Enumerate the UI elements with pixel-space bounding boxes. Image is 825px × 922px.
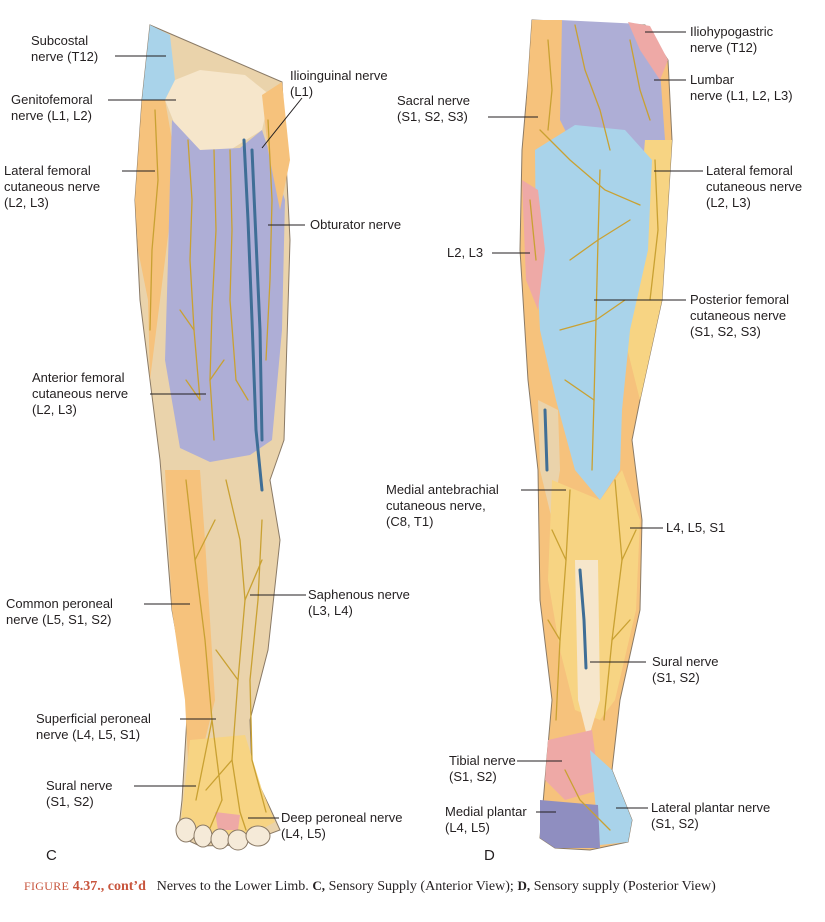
caption-figure-word: FIGURE: [24, 879, 70, 893]
label-lateral-femoral-d: Lateral femoral cutaneous nerve (L2, L3): [706, 163, 806, 210]
label-l4-l5-s1: L4, L5, S1: [666, 520, 725, 535]
label-sural-d: Sural nerve (S1, S2): [652, 654, 722, 685]
label-ilioinguinal: Ilioinguinal nerve (L1): [290, 68, 391, 99]
label-lateral-femoral-c: Lateral femoral cutaneous nerve (L2, L3): [4, 163, 104, 210]
caption-c-text: Sensory Supply (Anterior View);: [328, 879, 514, 894]
label-posterior-femoral: Posterior femoral cutaneous nerve (S1, S…: [690, 292, 793, 339]
region-common-peroneal: [165, 470, 215, 760]
label-superficial-peroneal: Superficial peroneal nerve (L4, L5, S1): [36, 711, 155, 742]
caption-d-letter: D,: [517, 878, 531, 893]
label-saphenous: Saphenous nerve (L3, L4): [308, 587, 414, 618]
region-anterior-femoral: [165, 120, 285, 462]
panel-c-labels: Subcostal nerve (T12) Genitofemoral nerv…: [4, 33, 414, 864]
posterior-nerve-branches: [529, 24, 659, 831]
small-saphenous-vein: [543, 408, 588, 670]
caption-figure-number: 4.37., cont’d: [72, 879, 146, 894]
label-anterior-femoral: Anterior femoral cutaneous nerve (L2, L3…: [32, 370, 132, 417]
posterior-leg-illustration: [519, 19, 673, 851]
panel-d-labels: Iliohypogastric nerve (T12) Lumbar nerve…: [386, 24, 806, 864]
label-lateral-plantar: Lateral plantar nerve (S1, S2): [651, 800, 774, 831]
figure-caption: FIGURE 4.37., cont’d Nerves to the Lower…: [24, 876, 814, 896]
great-saphenous-vein: [242, 138, 264, 492]
label-genitofemoral: Genitofemoral nerve (L1, L2): [11, 92, 96, 123]
panel-letter-c: C: [46, 847, 57, 864]
label-subcostal: Subcostal nerve (T12): [31, 33, 98, 64]
label-lumbar: Lumbar nerve (L1, L2, L3): [690, 72, 793, 103]
caption-d-text: Sensory supply (Posterior View): [533, 879, 716, 894]
region-sural: [575, 560, 600, 740]
region-genitofemoral: [165, 70, 270, 150]
caption-c-letter: C,: [312, 878, 326, 893]
region-subcostal: [142, 25, 175, 100]
region-posterior-femoral: [535, 125, 652, 500]
anterior-leg-illustration: [134, 24, 291, 851]
region-tibial: [545, 730, 600, 800]
label-common-peroneal: Common peroneal nerve (L5, S1, S2): [6, 596, 117, 627]
anterior-nerve-branches: [149, 109, 273, 831]
region-ilioinguinal: [262, 82, 290, 210]
region-sacral: [525, 20, 562, 140]
label-sacral: Sacral nerve (S1, S2, S3): [397, 93, 474, 124]
label-iliohypogastric: Iliohypogastric nerve (T12): [690, 24, 777, 55]
label-l2-l3: L2, L3: [447, 245, 483, 260]
label-medial-antebrachial: Medial antebrachial cutaneous nerve, (C8…: [386, 482, 502, 529]
panel-letter-d: D: [484, 847, 495, 864]
anterior-toes: [175, 817, 271, 851]
label-tibial: Tibial nerve (S1, S2): [449, 753, 519, 784]
region-deep-peroneal: [215, 812, 240, 830]
caption-title: Nerves to the Lower Limb.: [156, 879, 309, 894]
label-deep-peroneal: Deep peroneal nerve (L4, L5): [281, 810, 406, 841]
label-medial-plantar: Medial plantar (L4, L5): [445, 804, 530, 835]
region-iliohypogastric: [628, 22, 668, 80]
label-obturator: Obturator nerve: [310, 217, 401, 232]
label-sural-c: Sural nerve (S1, S2): [46, 778, 116, 809]
region-medial-plantar: [540, 800, 600, 848]
region-posterior-lateral-femoral: [625, 140, 672, 400]
region-l2-l3: [522, 180, 545, 310]
leader-lines: [108, 31, 703, 819]
